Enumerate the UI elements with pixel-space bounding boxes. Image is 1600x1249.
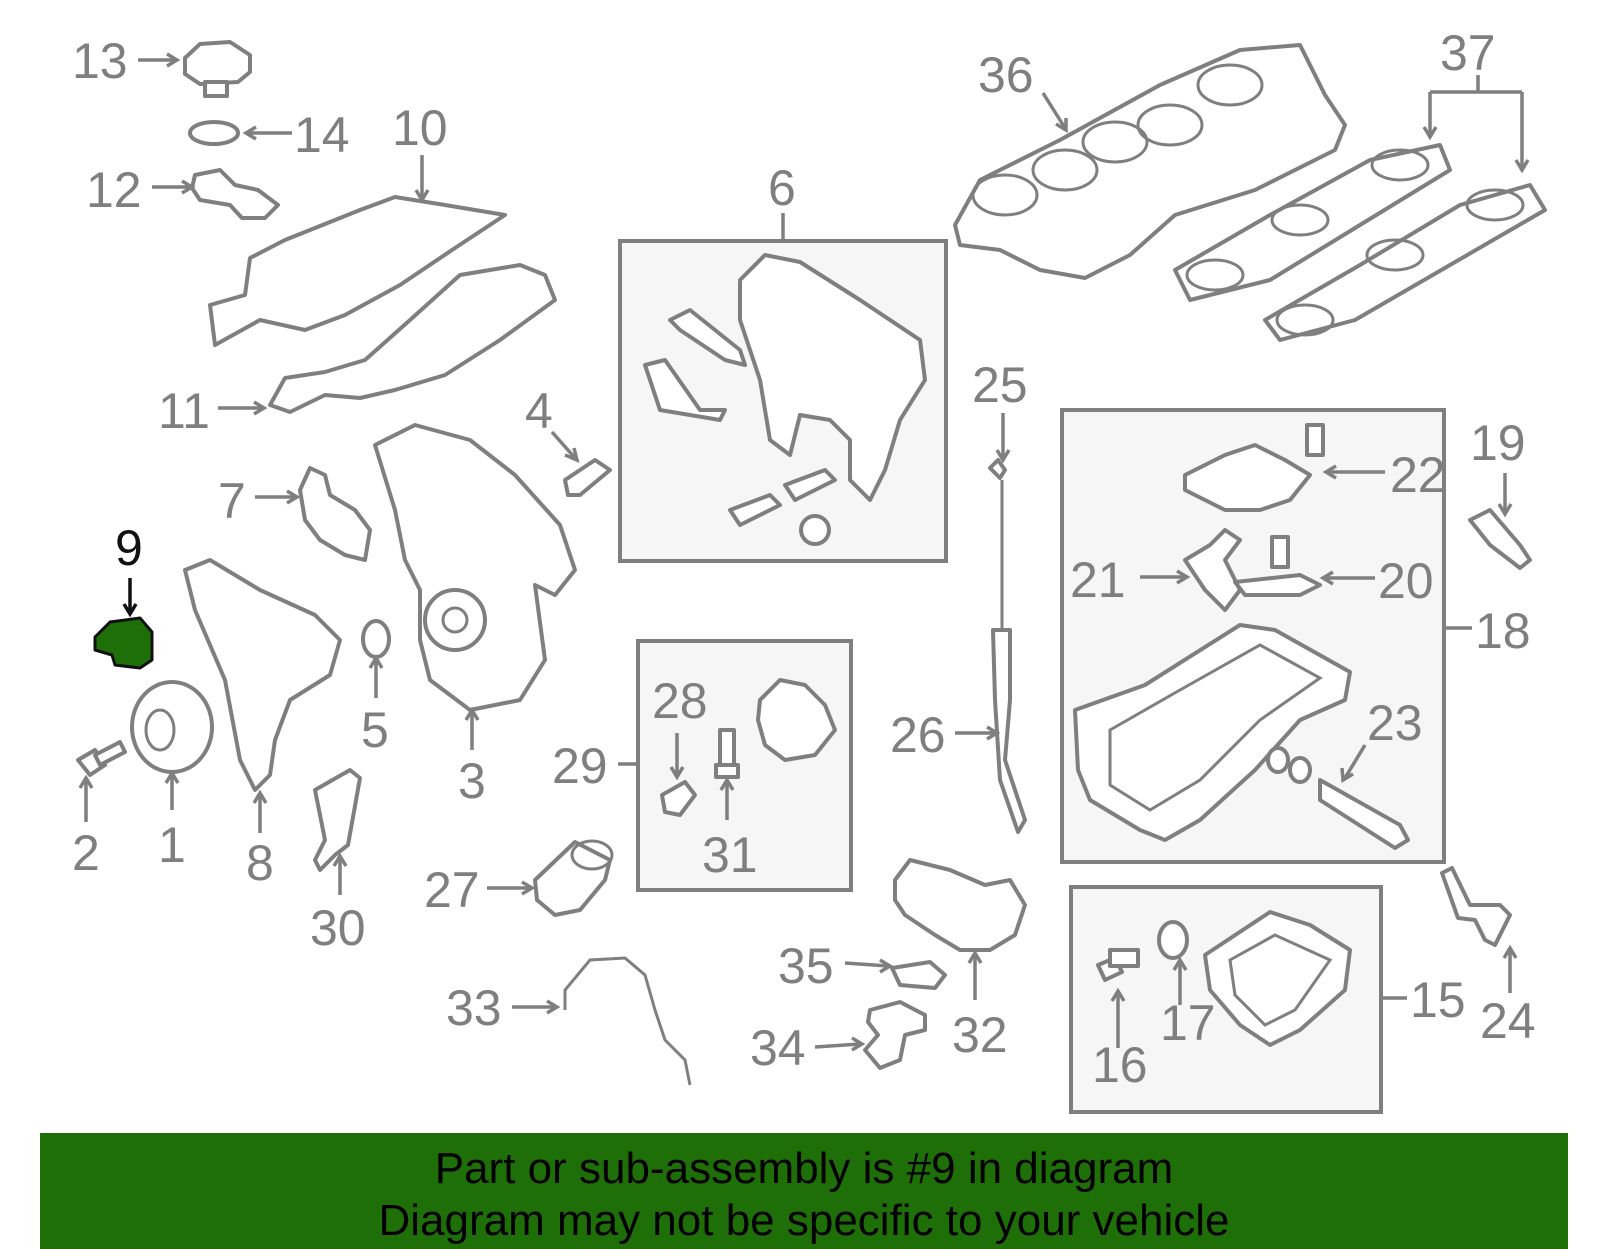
box-29 xyxy=(636,639,853,892)
callout-28: 28 xyxy=(652,673,708,729)
callout-32: 32 xyxy=(952,1007,1008,1063)
callout-36: 36 xyxy=(978,47,1034,103)
part-25-26-dipstick xyxy=(988,458,1027,834)
part-28-fitting xyxy=(660,780,697,817)
part-8-timing-chain xyxy=(183,558,342,792)
part-32-oil-pump xyxy=(893,858,1027,952)
callout-24: 24 xyxy=(1480,993,1536,1049)
part-10-valve-cover xyxy=(208,195,507,347)
callout-23: 23 xyxy=(1367,695,1423,751)
callout-5: 5 xyxy=(361,702,389,758)
part-36-intake-plate xyxy=(953,43,1347,280)
part-27-oil-filter xyxy=(533,839,614,917)
part-4-sensor xyxy=(563,458,612,497)
part-16-drain-bolt xyxy=(1096,948,1140,982)
callout-37: 37 xyxy=(1440,25,1496,81)
part-21-bracket xyxy=(1183,528,1242,612)
callout-18: 18 xyxy=(1475,603,1531,659)
callout-3: 3 xyxy=(458,753,486,809)
callout-12: 12 xyxy=(86,162,142,218)
part-37-gaskets xyxy=(1173,143,1547,342)
callout-9: 9 xyxy=(115,520,143,576)
callout-27: 27 xyxy=(424,862,480,918)
part-33-pipe xyxy=(563,956,692,1086)
callout-30: 30 xyxy=(310,900,366,956)
part-17-washer xyxy=(1157,920,1189,960)
part-9-highlighted xyxy=(93,616,154,670)
part-1-pulley xyxy=(130,680,214,774)
info-banner: Part or sub-assembly is #9 in diagram Di… xyxy=(40,1133,1568,1249)
part-2-bolt xyxy=(76,740,127,777)
part-22-bolt xyxy=(1305,423,1325,457)
part-35-gasket xyxy=(890,960,947,990)
callout-17: 17 xyxy=(1160,995,1216,1051)
callout-10: 10 xyxy=(392,100,448,156)
part-23-plug xyxy=(1266,746,1410,850)
part-14-o-ring xyxy=(188,120,240,146)
callout-20: 20 xyxy=(1378,553,1434,609)
callout-26: 26 xyxy=(890,707,946,763)
part-20-bolt xyxy=(1270,535,1290,569)
callout-19: 19 xyxy=(1470,415,1526,471)
part-22-baffle xyxy=(1183,443,1312,512)
callout-25: 25 xyxy=(972,357,1028,413)
callout-31: 31 xyxy=(702,827,758,883)
callout-13: 13 xyxy=(72,33,128,89)
callout-4: 4 xyxy=(525,383,553,439)
part-24-bracket xyxy=(1440,866,1512,947)
part-29-valve-body xyxy=(756,678,837,762)
callout-35: 35 xyxy=(778,938,834,994)
part-19-sensor xyxy=(1468,508,1532,570)
part-11-cover-gasket xyxy=(268,263,557,414)
part-3-front-cover xyxy=(373,423,577,712)
part-12-gasket xyxy=(190,168,280,220)
part-30-bracket xyxy=(313,768,362,872)
part-5-o-ring xyxy=(361,619,391,659)
callout-34: 34 xyxy=(750,1020,806,1076)
part-6-timing-cover xyxy=(643,253,927,546)
part-13-oil-cap xyxy=(183,40,252,98)
callout-21: 21 xyxy=(1070,552,1126,608)
part-7-tensioner xyxy=(298,466,372,562)
part-15-lower-pan xyxy=(1203,910,1352,1047)
callout-arrows xyxy=(78,52,1530,1052)
callout-7: 7 xyxy=(218,473,246,529)
banner-line-1: Part or sub-assembly is #9 in diagram xyxy=(434,1144,1174,1193)
callout-22: 22 xyxy=(1390,447,1446,503)
part-31-sensor xyxy=(714,728,740,779)
banner-line-2: Diagram may not be specific to your vehi… xyxy=(378,1196,1230,1245)
part-34-strainer xyxy=(863,1000,927,1070)
callout-11: 11 xyxy=(158,383,210,439)
callout-15: 15 xyxy=(1410,972,1466,1028)
part-20-plate xyxy=(1233,573,1322,597)
callout-33: 33 xyxy=(446,980,502,1036)
part-18-oil-pan xyxy=(1073,623,1352,842)
callout-6: 6 xyxy=(768,160,796,216)
callout-2: 2 xyxy=(72,825,100,881)
callout-8: 8 xyxy=(246,835,274,891)
callout-14: 14 xyxy=(294,107,350,163)
callout-1: 1 xyxy=(158,817,186,873)
callout-16: 16 xyxy=(1092,1037,1148,1093)
callout-29: 29 xyxy=(552,738,608,794)
